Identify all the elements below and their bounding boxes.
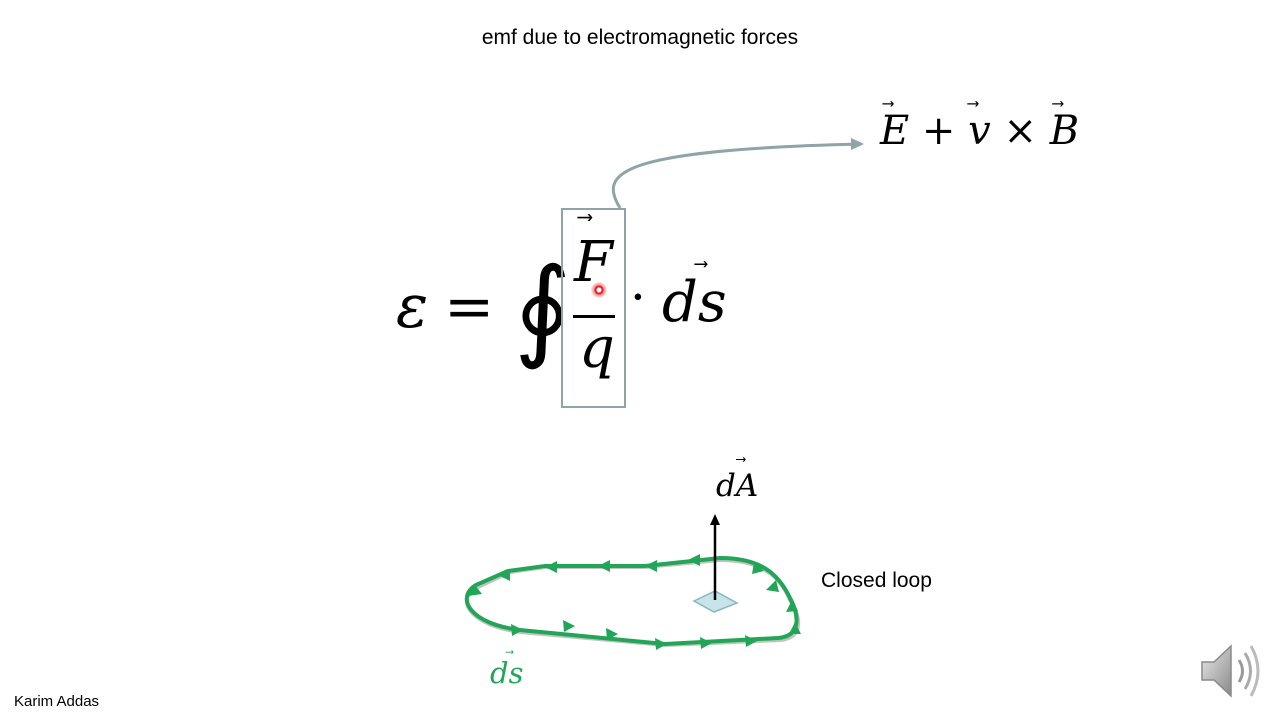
slide-title: emf due to electromagnetic forces [481, 26, 799, 49]
line-element-label: ⃗ds [490, 656, 524, 690]
line-element: ⃗ds [662, 270, 727, 335]
laser-pointer [591, 282, 607, 298]
electric-field-vector: ⃗E [880, 108, 910, 154]
magnetic-field-vector: ⃗B [1049, 108, 1080, 154]
line-element-text: ds [662, 270, 727, 335]
velocity-vector: ⃗v [968, 108, 991, 154]
closed-loop [464, 555, 799, 647]
connector-arrowhead [851, 138, 864, 150]
force-per-charge-highlight [561, 208, 626, 408]
fraction-bar [573, 315, 615, 318]
loop-direction-arrows [468, 554, 801, 650]
lorentz-expression: ⃗E + ⃗v × ⃗B [880, 108, 1079, 154]
closed-loop-label: Closed loop [821, 569, 932, 592]
author-name: Karim Addas [14, 693, 100, 710]
plus-sign: + [921, 108, 956, 154]
emf-symbol: ε [396, 272, 429, 342]
area-vector-label: ⃗dA [716, 468, 759, 504]
area-normal-arrowhead [710, 514, 720, 525]
equals-sign: = [444, 272, 495, 342]
cross-product: × [1003, 108, 1037, 154]
connector-curve [611, 142, 861, 209]
charge-symbol: q [579, 316, 615, 381]
area-element [692, 590, 739, 613]
dot-product: · [630, 268, 646, 326]
speaker-icon[interactable] [1199, 640, 1265, 702]
